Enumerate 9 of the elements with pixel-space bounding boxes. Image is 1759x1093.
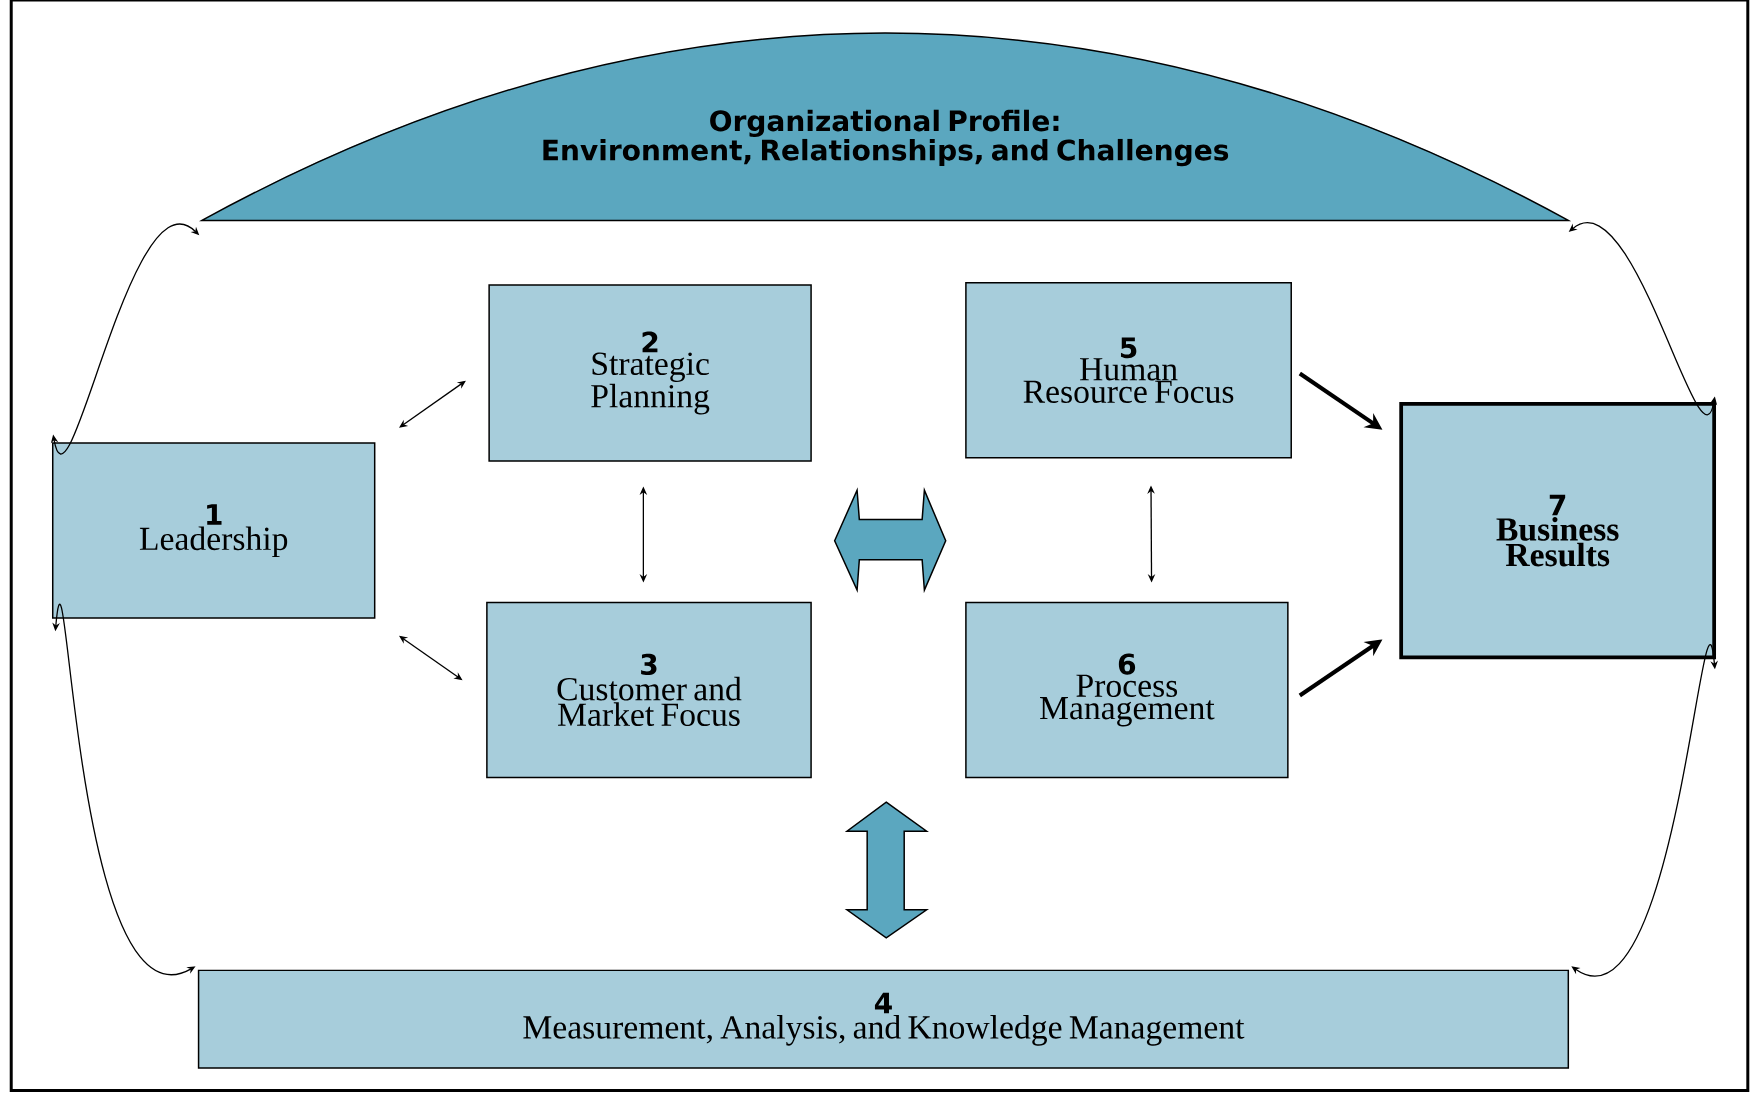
category-box: 6 Process Management	[965, 601, 1289, 779]
profile-dome: Organizational Profile: Environment, Relationships, and Challenges	[201, 32, 1570, 222]
category-box: 1 Leadership	[52, 442, 376, 620]
category-box: 5 Human Resource Focus	[965, 282, 1292, 459]
category-band: 4 Measurement, Analysis, and Knowledge Management	[197, 969, 1570, 1069]
results-box: 7 Business Results	[1399, 402, 1716, 660]
category-box: 2 Strategic Planning	[488, 284, 812, 462]
arrow	[1571, 645, 1718, 977]
category-box: 3 Customer and Market Focus	[486, 601, 812, 779]
